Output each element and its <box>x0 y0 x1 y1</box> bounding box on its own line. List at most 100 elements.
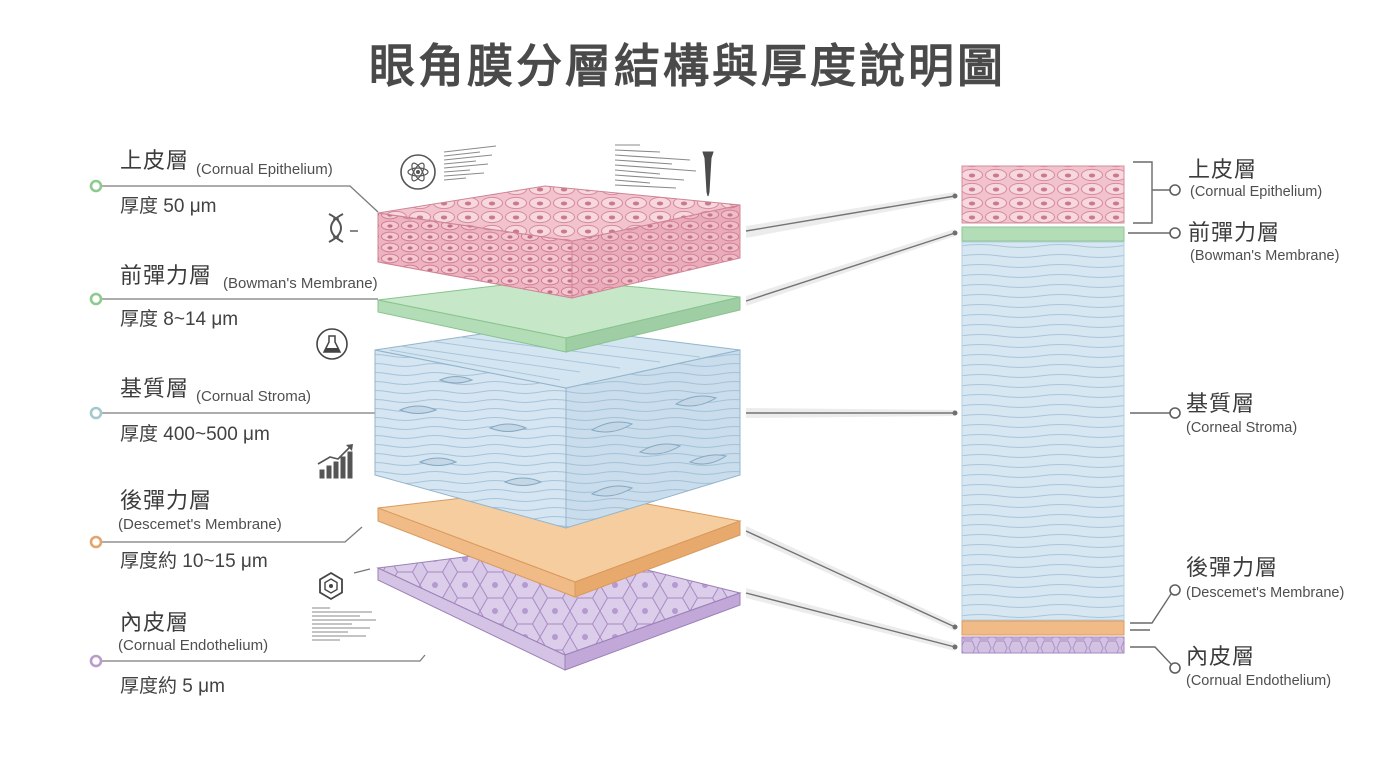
right-leader-descemet <box>1130 593 1172 624</box>
hexagon-icon-dot <box>329 584 333 588</box>
cs-stroma <box>961 241 1125 621</box>
left-label-descemet-en: (Descemet's Membrane) <box>118 516 282 533</box>
keratocyte <box>674 395 718 407</box>
cs-epithelium <box>961 165 1125 224</box>
layer-block-descemet <box>377 486 742 598</box>
pin-icon <box>702 151 714 197</box>
right-markers <box>1169 184 1181 674</box>
left-markers <box>89 179 103 668</box>
marker-descemet <box>89 535 103 549</box>
right-marker-bowman <box>1169 227 1181 239</box>
dna-icon <box>328 213 358 243</box>
hexagon-icon-dash <box>353 568 371 574</box>
illegible-text-lines <box>614 144 697 189</box>
connector-epithelium <box>745 195 956 232</box>
layer-block-epithelium <box>377 185 741 299</box>
right-label-epithelium-en: (Cornual Epithelium) <box>1190 184 1323 200</box>
bar-chart-icon <box>317 444 353 479</box>
keratocyte <box>503 477 543 486</box>
keratocyte <box>398 405 438 414</box>
right-label-epithelium-name: 上皮層 <box>1188 157 1258 182</box>
flask-icon <box>316 328 348 360</box>
layer-block-stroma <box>374 324 741 529</box>
hexagon-icon-inner <box>324 578 338 594</box>
cs-bowman <box>961 226 1125 242</box>
left-label-stroma-thickness: 厚度 400~500 μm <box>120 424 270 445</box>
cs-endothelium <box>961 636 1125 654</box>
right-marker-epithelium <box>1169 184 1181 196</box>
right-leader-endothelium <box>1130 646 1172 665</box>
atom-icon-orbit <box>407 167 429 177</box>
atom-icon-nucleus <box>416 170 420 174</box>
left-leader-lines <box>101 185 426 662</box>
right-marker-descemet <box>1169 584 1181 596</box>
hexagon-icon-outer <box>319 571 343 601</box>
right-leader-lines <box>1128 161 1172 665</box>
cross-section-column <box>961 165 1125 654</box>
atom-icon-orbit <box>411 162 425 182</box>
bracket-epithelium <box>1133 161 1153 224</box>
left-label-descemet-thickness: 厚度約 10~15 μm <box>120 551 268 572</box>
left-label-bowman-en: (Bowman's Membrane) <box>223 275 378 292</box>
connector-bowman <box>745 232 956 302</box>
descemet-right-face <box>574 520 741 598</box>
left-label-endothelium-name: 內皮層 <box>120 610 190 635</box>
keratocyte <box>638 443 682 455</box>
keratocyte <box>418 457 458 466</box>
hexagon-icon <box>319 571 343 601</box>
flask-icon-liquid <box>324 348 340 352</box>
keratocytes <box>398 376 728 497</box>
left-label-endothelium-en: (Cornual Endothelium) <box>118 637 269 654</box>
keratocyte <box>488 423 528 432</box>
right-label-stroma-en: (Corneal Stroma) <box>1186 420 1298 436</box>
keratocyte <box>590 485 634 497</box>
bar-chart-icon-bar <box>347 451 353 479</box>
endothelium-right-face <box>564 592 741 671</box>
epithelium-right-shade <box>572 205 740 298</box>
leader-line-endothelium <box>101 654 426 662</box>
right-marker-stroma <box>1169 407 1181 419</box>
bar-chart-icon-arrow <box>317 445 352 465</box>
dna-icon-strand <box>330 213 344 243</box>
layer-block-bowman <box>377 278 741 353</box>
right-marker-endothelium <box>1169 662 1181 674</box>
stroma-right-shade <box>566 350 740 528</box>
pin-icon-body <box>704 157 712 197</box>
right-label-descemet-name: 後彈力層 <box>1186 555 1279 580</box>
connector-dots <box>952 193 958 650</box>
left-label-descemet-name: 後彈力層 <box>120 488 213 513</box>
left-label-endothelium-thickness: 厚度約 5 μm <box>120 676 225 697</box>
left-label-bowman-thickness: 厚度 8~14 μm <box>120 309 239 330</box>
right-label-stroma-name: 基質層 <box>1186 391 1256 416</box>
bar-chart-icon-arrowhead <box>346 444 353 451</box>
right-label-bowman-en: (Bowman's Membrane) <box>1190 248 1340 264</box>
dna-icon-strand <box>328 213 342 243</box>
marker-stroma <box>89 406 103 420</box>
keratocyte <box>438 376 474 384</box>
atom-icon <box>400 154 436 190</box>
pin-icon-head <box>702 151 714 159</box>
left-label-bowman-name: 前彈力層 <box>120 263 213 288</box>
connector-endothelium <box>745 592 956 648</box>
illegible-text-lines <box>312 607 376 641</box>
right-label-endothelium-name: 內皮層 <box>1186 644 1256 669</box>
marker-bowman <box>89 292 103 306</box>
right-label-descemet-en: (Descemet's Membrane) <box>1186 585 1345 601</box>
epithelium-top-face <box>377 185 741 242</box>
keratocyte <box>688 454 728 465</box>
keratocyte <box>590 421 634 433</box>
illegible-text-lines <box>443 145 497 181</box>
bar-chart-icon-bar <box>326 465 332 479</box>
connector-shadows <box>746 192 955 651</box>
right-label-endothelium-en: (Cornual Endothelium) <box>1186 673 1332 689</box>
atom-icon-orbit <box>411 162 425 182</box>
bowman-right-face <box>565 296 741 353</box>
bar-chart-icon-bar <box>340 456 346 479</box>
left-label-epithelium-en: (Cornual Epithelium) <box>196 161 333 178</box>
marker-endothelium <box>89 654 103 668</box>
bar-chart-icon-bar <box>333 461 339 479</box>
left-label-epithelium-name: 上皮層 <box>120 148 190 173</box>
left-label-epithelium-thickness: 厚度 50 μm <box>120 196 217 217</box>
connector-lines <box>745 195 956 648</box>
